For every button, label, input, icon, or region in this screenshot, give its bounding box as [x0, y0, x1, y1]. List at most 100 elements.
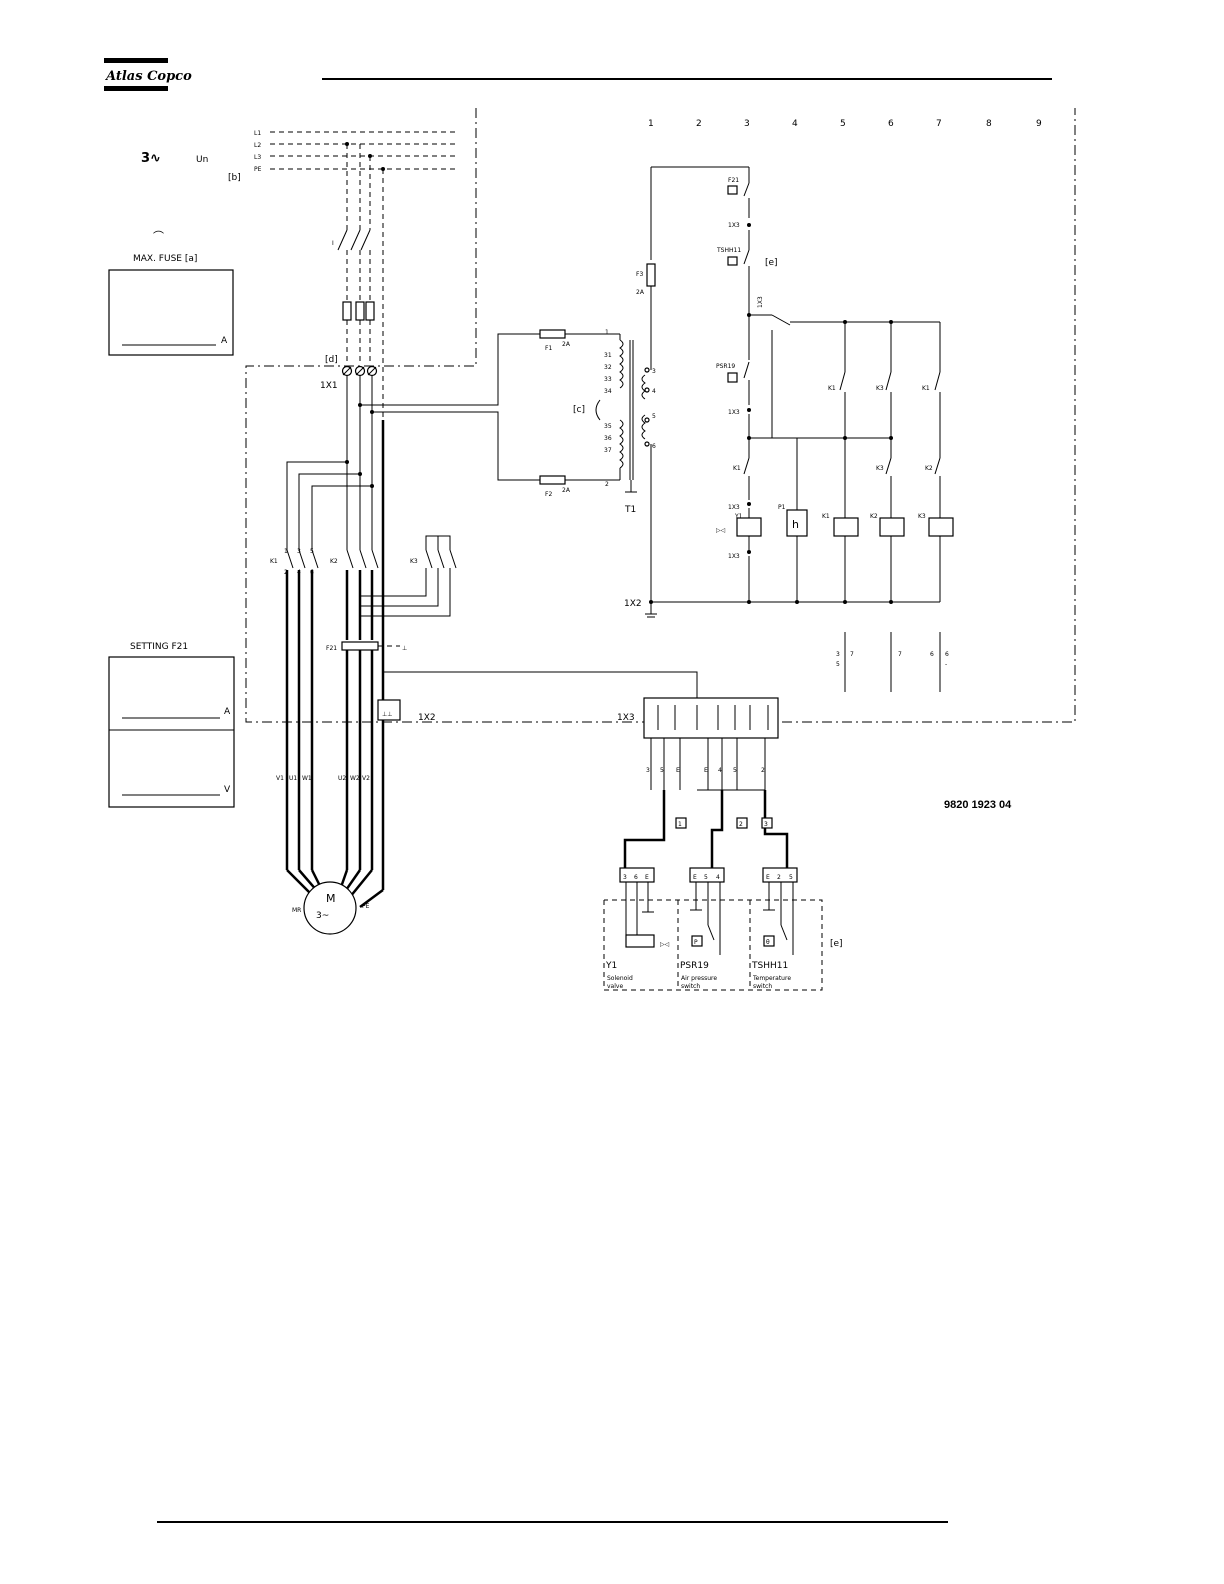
svg-text:1: 1	[678, 821, 682, 828]
svg-text:E: E	[645, 874, 649, 881]
svg-text:▷◁: ▷◁	[716, 527, 726, 534]
svg-text:1: 1	[605, 329, 609, 336]
transformer-label: T1	[624, 505, 636, 515]
col-2: 2	[696, 119, 702, 129]
svg-text:5: 5	[733, 767, 737, 774]
max-fuse-title: MAX. FUSE [a]	[133, 254, 197, 264]
svg-text:3: 3	[297, 548, 301, 555]
col-1: 1	[648, 119, 654, 129]
terminal-1x2: 1X2	[418, 713, 436, 723]
svg-text:4: 4	[652, 388, 656, 395]
field-devices: 3 6 E ▷◁ Y1 Solenoid valve E 5 4 P PSR19…	[603, 867, 843, 991]
svg-text:-: -	[945, 661, 947, 668]
svg-text:MR: MR	[292, 907, 301, 914]
brand-logo: Atlas Copco	[104, 58, 192, 91]
col-4: 4	[792, 119, 798, 129]
svg-text:Temperature: Temperature	[752, 975, 791, 982]
line-l1: L1	[254, 130, 261, 137]
device-tshh11-tag: TSHH11	[751, 961, 788, 971]
svg-text:7: 7	[850, 651, 854, 658]
line-l2: L2	[254, 142, 261, 149]
svg-text:switch: switch	[681, 983, 700, 990]
svg-text:θ: θ	[766, 939, 770, 946]
svg-text:6: 6	[945, 651, 949, 658]
svg-text:2A: 2A	[562, 341, 571, 348]
svg-text:I: I	[332, 240, 334, 247]
svg-text:2: 2	[605, 481, 609, 488]
line-l3: L3	[254, 154, 261, 161]
svg-text:3: 3	[764, 821, 768, 828]
connector-1x3: 1X3 3 5 E E 4 5 2 1 2 3 9820 1923 04	[383, 671, 1012, 868]
svg-text:36: 36	[604, 435, 612, 442]
svg-text:31: 31	[604, 352, 612, 359]
note-b: [b]	[228, 173, 241, 183]
svg-text:U1: U1	[289, 775, 297, 782]
svg-text:E: E	[704, 767, 708, 774]
svg-text:32: 32	[604, 364, 612, 371]
svg-text:35: 35	[604, 423, 612, 430]
svg-text:6: 6	[634, 874, 638, 881]
svg-text:37: 37	[604, 447, 612, 454]
transformer-t1: F1 2A F2 2A 1 31 32 33 34 35 36 37 2 [c]…	[476, 329, 656, 515]
svg-text:5: 5	[660, 767, 664, 774]
contactor-k2: K2	[330, 558, 338, 565]
svg-text:2: 2	[761, 767, 765, 774]
setting-unit-a: A	[224, 707, 231, 717]
terminal-1x1: 1X1	[320, 381, 338, 391]
svg-text:2: 2	[777, 874, 781, 881]
cabinet-outline	[245, 108, 1076, 723]
svg-text:switch: switch	[753, 983, 772, 990]
motor-label: M	[326, 892, 336, 905]
drawing-number: 9820 1923 04	[944, 799, 1012, 811]
svg-text:6: 6	[652, 443, 656, 450]
svg-text:3: 3	[646, 767, 650, 774]
svg-text:U2: U2	[338, 775, 346, 782]
svg-text:Air pressure: Air pressure	[681, 975, 717, 982]
svg-text:2A: 2A	[562, 487, 571, 494]
svg-text:W2: W2	[350, 775, 360, 782]
svg-text:K3: K3	[918, 513, 926, 520]
svg-text:1X3: 1X3	[728, 504, 740, 511]
supply-lines: 3∿ Un [b] L1 L2 L3 PE	[141, 130, 455, 420]
svg-text:5: 5	[836, 661, 840, 668]
voltage-label: Un	[196, 155, 208, 165]
svg-text:33: 33	[604, 376, 612, 383]
svg-text:K2: K2	[870, 513, 878, 520]
svg-text:5: 5	[652, 413, 656, 420]
svg-text:2: 2	[739, 821, 743, 828]
svg-text:V1: V1	[276, 775, 284, 782]
svg-text:1: 1	[284, 548, 288, 555]
device-psr19-tag: PSR19	[680, 961, 709, 971]
fuse-unit: A	[221, 336, 228, 346]
device-y1-tag: Y1	[605, 961, 617, 971]
motor	[303, 881, 357, 935]
line-pe: PE	[254, 166, 262, 173]
svg-text:5: 5	[704, 874, 708, 881]
svg-text:F2: F2	[545, 491, 552, 498]
svg-text:E: E	[676, 767, 680, 774]
column-numbers: 1 2 3 4 5 6 7 8 9	[648, 119, 1042, 129]
svg-text:K3: K3	[876, 385, 884, 392]
svg-text:F21: F21	[728, 177, 739, 184]
svg-text:1X3: 1X3	[757, 296, 764, 308]
svg-text:PE: PE	[362, 903, 370, 910]
setting-title: SETTING F21	[130, 642, 188, 652]
max-fuse-panel: ⌒ MAX. FUSE [a] A	[108, 230, 234, 356]
contactor-k1: K1	[270, 558, 278, 565]
svg-text:K1: K1	[828, 385, 836, 392]
svg-text:W1: W1	[302, 775, 312, 782]
svg-text:3: 3	[623, 874, 627, 881]
svg-text:E: E	[766, 874, 770, 881]
note-c: [c]	[573, 405, 585, 415]
contactor-k3: K3	[410, 558, 418, 565]
svg-text:K3: K3	[876, 465, 884, 472]
fuse-icon: ⌒	[153, 230, 164, 243]
col-9: 9	[1036, 119, 1042, 129]
svg-text:1X2: 1X2	[624, 599, 642, 609]
svg-text:K1: K1	[822, 513, 830, 520]
svg-text:⊥⊥: ⊥⊥	[382, 711, 392, 718]
svg-text:▷◁: ▷◁	[660, 941, 670, 948]
svg-text:Solenoid: Solenoid	[607, 975, 633, 982]
power-circuit: I [d] 1X1 K1	[270, 229, 476, 935]
setting-f21-panel: SETTING F21 A V	[108, 642, 235, 808]
